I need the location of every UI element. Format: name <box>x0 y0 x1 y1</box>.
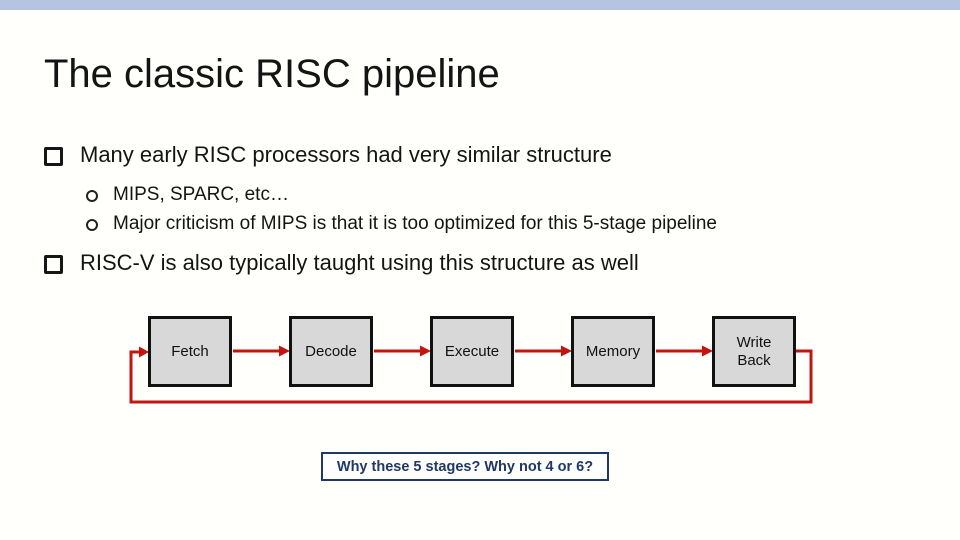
sub-bullet-item: Major criticism of MIPS is that it is to… <box>86 213 717 235</box>
stage-label: Write Back <box>736 334 772 369</box>
slide-title: The classic RISC pipeline <box>44 52 500 96</box>
bullet-item: Many early RISC processors had very simi… <box>44 142 612 168</box>
question-callout-box: Why these 5 stages? Why not 4 or 6? <box>321 452 609 481</box>
pipeline-stage-write-back: Write Back <box>712 316 796 387</box>
pipeline-stage-execute: Execute <box>430 316 514 387</box>
circle-bullet-icon <box>86 190 98 202</box>
sub-bullet-item: MIPS, SPARC, etc… <box>86 184 289 206</box>
pipeline-stage-decode: Decode <box>289 316 373 387</box>
circle-bullet-icon <box>86 219 98 231</box>
stage-label: Memory <box>585 342 641 360</box>
sub-bullet-text: MIPS, SPARC, etc… <box>113 184 289 205</box>
sub-bullet-text: Major criticism of MIPS is that it is to… <box>113 213 718 234</box>
bullet-item: RISC-V is also typically taught using th… <box>44 250 639 276</box>
bullet-text: RISC-V is also typically taught using th… <box>80 250 639 275</box>
top-accent-bar <box>0 0 960 10</box>
stage-label: Execute <box>444 342 500 360</box>
stage-label: Fetch <box>171 342 209 360</box>
stage-label: Decode <box>305 342 357 360</box>
bullet-text: Many early RISC processors had very simi… <box>80 142 612 167</box>
pipeline-stage-fetch: Fetch <box>148 316 232 387</box>
square-bullet-icon <box>44 255 63 274</box>
square-bullet-icon <box>44 147 63 166</box>
pipeline-stage-memory: Memory <box>571 316 655 387</box>
question-text: Why these 5 stages? Why not 4 or 6? <box>336 458 594 475</box>
